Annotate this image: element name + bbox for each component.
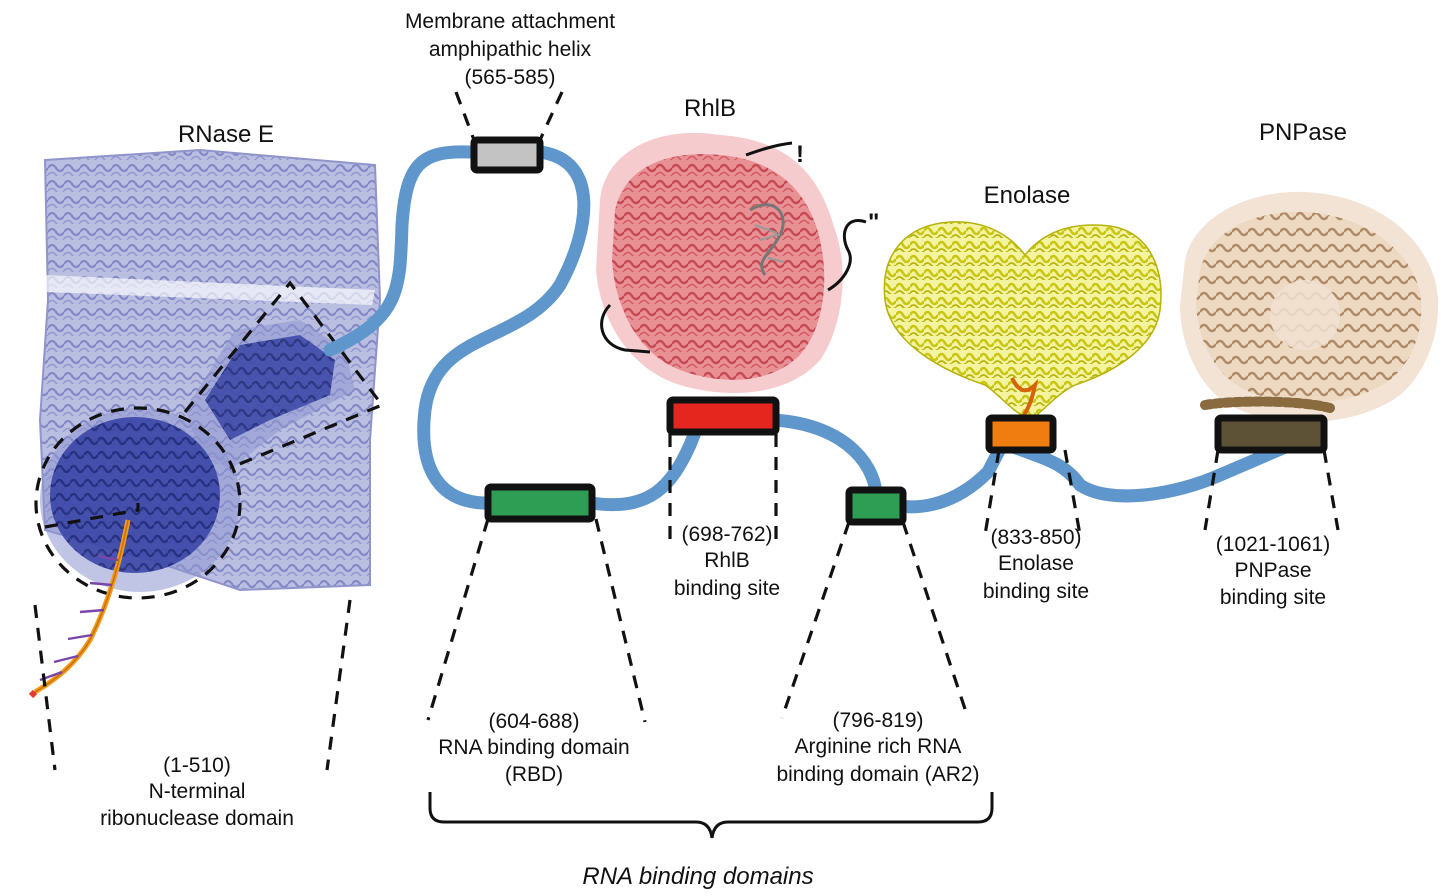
- enolase-site-label: (833-850) Enolase binding site: [983, 526, 1089, 603]
- membrane-label-line2: amphipathic helix: [429, 38, 592, 61]
- ar2-label-line1: Arginine rich RNA: [795, 735, 962, 758]
- ar2-label-range: (796-819): [832, 709, 923, 732]
- protein-label-pnpase: PNPase: [1259, 119, 1347, 146]
- enolase-structure: [883, 221, 1162, 421]
- rhlb-site-label-range: (698-762): [681, 523, 772, 546]
- membrane-helix-box: [470, 136, 544, 174]
- rhlb-site-label-line2: binding site: [674, 577, 780, 600]
- protein-label-enolase: Enolase: [984, 182, 1071, 209]
- rbd-label-line2: (RBD): [505, 763, 563, 786]
- protein-label-rnase-e: RNase E: [178, 121, 274, 148]
- enolase-binding-site-box: [985, 414, 1057, 454]
- enolase-site-label-range: (833-850): [990, 526, 1081, 549]
- rhlb-mark-1: !: [796, 141, 804, 168]
- nterm-label-line1: N-terminal: [149, 780, 246, 803]
- rbd-box: [484, 483, 596, 523]
- membrane-helix-label: Membrane attachment amphipathic helix (5…: [405, 10, 615, 89]
- rna-binding-brace: [428, 792, 994, 839]
- rbd-label: (604-688) RNA binding domain (RBD): [438, 710, 629, 786]
- rna-binding-domains-label: RNA binding domains: [582, 863, 813, 890]
- rhlb-binding-site-box: [666, 396, 780, 436]
- nterm-label-range: (1-510): [163, 754, 231, 777]
- rnase-e-highlighted-subunit: [40, 320, 355, 592]
- rhlb-site-label-line1: RhlB: [704, 549, 750, 572]
- enolase-site-label-line2: binding site: [983, 580, 1089, 603]
- membrane-label-range: (565-585): [464, 66, 555, 89]
- pnpase-site-label: (1021-1061) PNPase binding site: [1216, 533, 1330, 609]
- rna-strand: [28, 519, 131, 699]
- nterm-label: (1-510) N-terminal ribonuclease domain: [100, 754, 294, 830]
- rbd-label-line1: RNA binding domain: [438, 736, 629, 759]
- membrane-label-line1: Membrane attachment: [405, 10, 615, 33]
- ar2-label-line2: binding domain (AR2): [776, 763, 979, 786]
- pnpase-structure: [1180, 191, 1439, 422]
- pnpase-site-label-range: (1021-1061): [1216, 533, 1330, 556]
- protein-label-rhlb: RhlB: [684, 95, 736, 122]
- rnase-e-structure: [28, 148, 385, 699]
- pnpase-binding-site-box: [1214, 414, 1328, 454]
- pnpase-site-label-line2: binding site: [1220, 586, 1326, 609]
- ar2-box: [845, 486, 907, 526]
- rhlb-structure: ! ": [596, 132, 879, 393]
- enolase-site-label-line1: Enolase: [998, 552, 1074, 575]
- rhlb-mark-2: ": [868, 209, 879, 236]
- pnpase-site-label-line1: PNPase: [1234, 559, 1311, 582]
- leader-lines: [33, 91, 1340, 771]
- rbd-label-range: (604-688): [488, 710, 579, 733]
- nterm-label-line2: ribonuclease domain: [100, 807, 294, 830]
- rhlb-site-label: (698-762) RhlB binding site: [674, 523, 780, 600]
- ar2-label: (796-819) Arginine rich RNA binding doma…: [776, 709, 979, 786]
